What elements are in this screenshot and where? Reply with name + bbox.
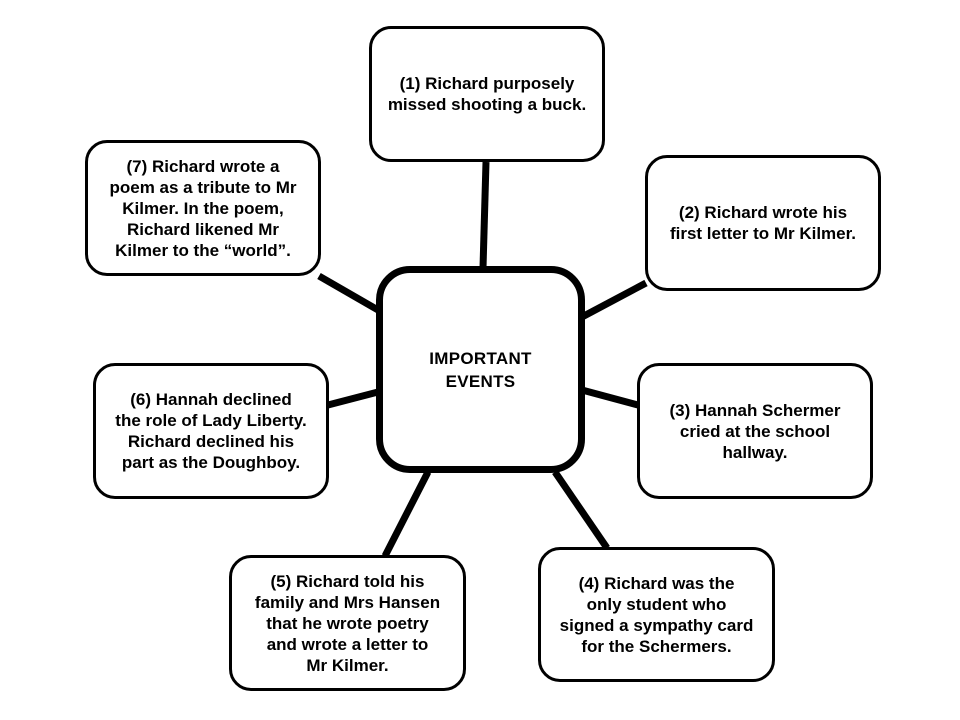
event-box-2: (2) Richard wrote his first letter to Mr… [645, 155, 881, 291]
event-text-1: (1) Richard purposely missed shooting a … [387, 74, 587, 114]
connector-5 [381, 470, 432, 558]
event-text-5: (5) Richard told his family and Mrs Hans… [254, 571, 441, 675]
event-box-7: (7) Richard wrote a poem as a tribute to… [85, 140, 321, 276]
event-box-5: (5) Richard told his family and Mrs Hans… [229, 555, 466, 691]
central-topic-box: IMPORTANT EVENTS [376, 266, 585, 473]
event-box-1: (1) Richard purposely missed shooting a … [369, 26, 605, 162]
event-box-3: (3) Hannah Schermer cried at the school … [637, 363, 873, 499]
connector-7 [317, 272, 380, 314]
central-topic-label: IMPORTANT EVENTS [429, 348, 532, 391]
connector-6 [327, 388, 379, 409]
connector-1 [479, 161, 490, 269]
event-text-2: (2) Richard wrote his first letter to Mr… [669, 203, 857, 243]
event-text-7: (7) Richard wrote a poem as a tribute to… [109, 156, 297, 260]
event-text-4: (4) Richard was the only student who sig… [559, 573, 754, 656]
event-text-3: (3) Hannah Schermer cried at the school … [669, 400, 841, 462]
connector-2 [580, 279, 648, 321]
event-box-6: (6) Hannah declined the role of Lady Lib… [93, 363, 329, 499]
event-text-6: (6) Hannah declined the role of Lady Lib… [115, 390, 307, 472]
event-box-4: (4) Richard was the only student who sig… [538, 547, 775, 682]
connector-3 [581, 386, 639, 409]
connector-4 [552, 470, 610, 550]
